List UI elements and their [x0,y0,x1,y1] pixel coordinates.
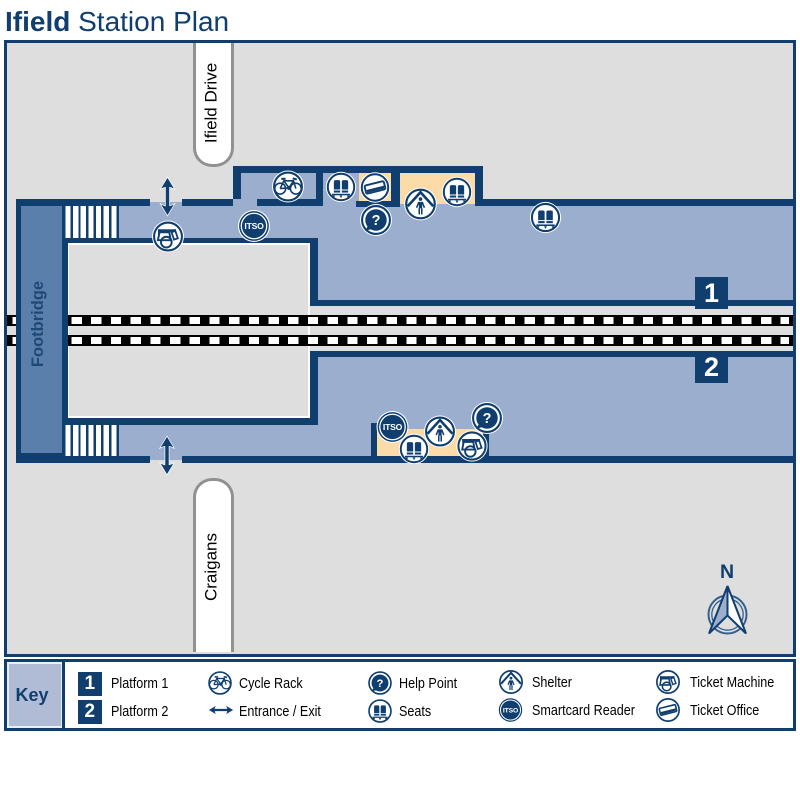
svg-text:N: N [720,561,734,583]
